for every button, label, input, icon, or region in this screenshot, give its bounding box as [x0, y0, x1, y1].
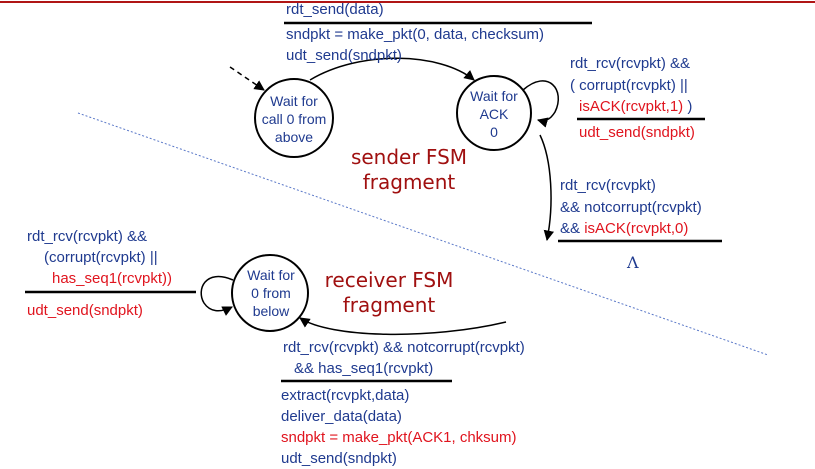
deliver-action-udt-send: udt_send(sndpkt)	[281, 450, 397, 467]
ack-event-line2: && notcorrupt(rcvpkt)	[560, 199, 702, 216]
state-wait-ack0-label: Wait for ACK 0	[470, 88, 518, 140]
ack-event-line3: && isACK(rcvpkt,0)	[560, 219, 688, 239]
deliver-event-line2: && has_seq1(rcvpkt)	[294, 360, 434, 377]
receiver-fsm-title: receiver FSM fragment	[324, 268, 454, 317]
resend-action: udt_send(sndpkt)	[579, 124, 695, 141]
arrow-ack-transition	[539, 134, 554, 242]
sender-fsm-title: sender FSM fragment	[350, 145, 468, 194]
resend-event-line2: ( corrupt(rcvpkt) ||	[570, 77, 688, 94]
arrow-receiver-incoming	[299, 317, 507, 336]
receiver-self-event-line3: has_seq1(rcvpkt))	[52, 270, 173, 287]
send-event: rdt_send(data)	[286, 1, 384, 18]
receiver-self-action: udt_send(sndpkt)	[27, 302, 143, 319]
deliver-event-line1: rdt_rcv(rcvpkt) && notcorrupt(rcvpkt)	[283, 339, 525, 356]
resend-isack1: isACK(rcvpkt,1)	[579, 98, 684, 115]
sender-receiver-divider	[77, 112, 769, 356]
resend-close-paren: )	[687, 98, 693, 115]
receiver-self-event-line1: rdt_rcv(rcvpkt) &&	[27, 228, 148, 245]
ack-event-line1: rdt_rcv(rcvpkt)	[560, 177, 656, 194]
deliver-action-extract: extract(rcvpkt,data)	[281, 387, 410, 404]
lambda-action: Λ	[627, 253, 639, 272]
state-wait-ack0-circle	[456, 75, 532, 151]
send-action-make-pkt: sndpkt = make_pkt(0, data, checksum)	[286, 26, 545, 43]
ack-and-prefix: &&	[560, 220, 585, 237]
arrow-send-transition	[309, 57, 475, 81]
deliver-action-deliver: deliver_data(data)	[281, 408, 402, 425]
resend-event-line3: isACK(rcvpkt,1) )	[579, 97, 692, 117]
deliver-action-make-pkt: sndpkt = make_pkt(ACK1, chksum)	[281, 429, 517, 446]
send-action-udt-send: udt_send(sndpkt)	[286, 47, 402, 64]
state-wait-call0-circle	[254, 78, 334, 158]
state-receiver-wait0-circle	[231, 254, 309, 332]
resend-event-line1: rdt_rcv(rcvpkt) &&	[570, 55, 691, 72]
arrow-sender-self-loop	[522, 80, 560, 128]
arrow-receiver-self-loop	[200, 275, 234, 316]
state-wait-call0-label: Wait for call 0 from above	[261, 93, 327, 145]
state-receiver-wait0-label: Wait for 0 from below	[247, 267, 295, 319]
receiver-self-event-line2: (corrupt(rcvpkt) ||	[44, 249, 158, 266]
ack-isack0: isACK(rcvpkt,0)	[584, 220, 689, 237]
initial-state-arrow	[229, 66, 265, 91]
